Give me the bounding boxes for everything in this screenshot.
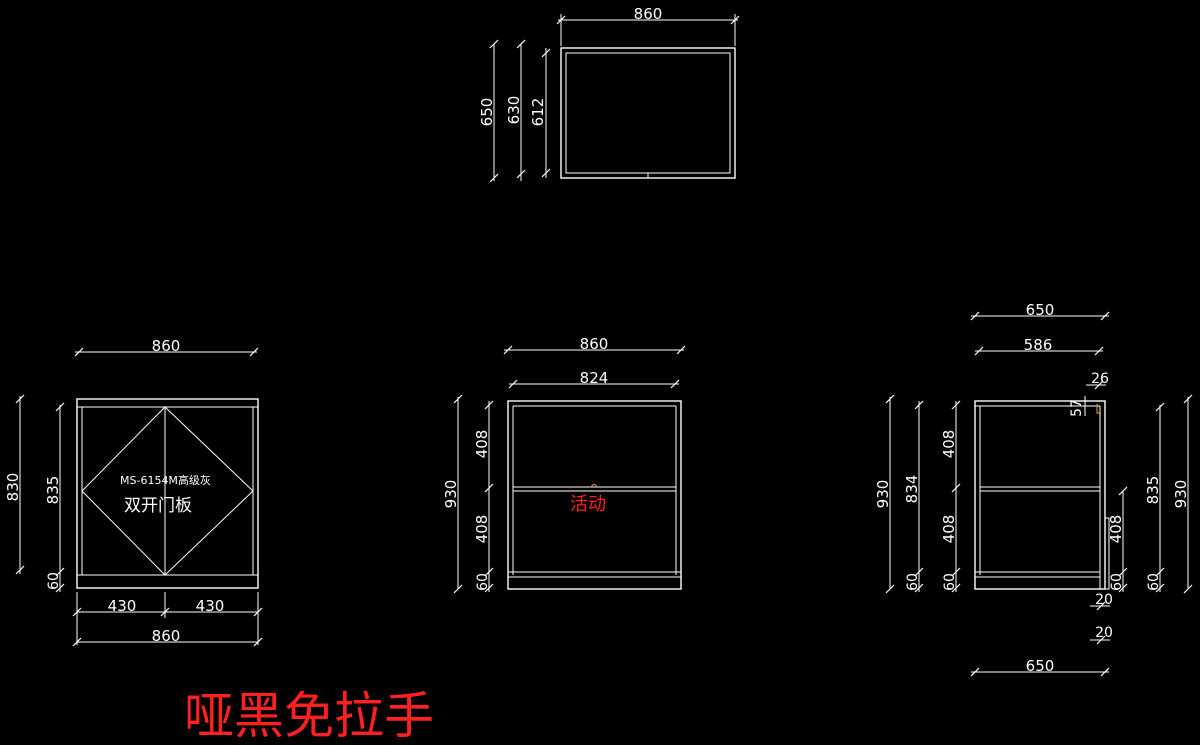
dim-label: 60 — [942, 573, 958, 591]
dim-label: 835 — [44, 476, 62, 505]
dim-label: 20 — [1095, 592, 1113, 608]
side-view: 650 586 26 57 650 20 — [874, 301, 1193, 677]
door-swing-left — [81, 406, 166, 576]
dim-side-930-right: 930 — [1172, 394, 1193, 594]
dim-label: 60 — [475, 573, 491, 591]
dim-side-stack: 408 408 60 — [940, 400, 961, 593]
dim-label: 586 — [1024, 336, 1053, 354]
dim-middle-stack: 408 408 60 — [473, 400, 494, 593]
movable-shelf — [512, 486, 677, 492]
dim-front-bottom-width: 860 — [72, 627, 263, 647]
dim-top-depth-650: 650 — [478, 39, 499, 183]
dim-label: 824 — [580, 369, 609, 387]
dim-label: 860 — [634, 5, 663, 23]
dim-side-930-left: 930 — [874, 394, 895, 594]
dim-label: 60 — [1146, 573, 1162, 591]
dim-side-20: 20 20 — [1090, 592, 1113, 645]
dim-front-top-width: 860 — [74, 337, 259, 357]
dim-top-depth-630: 630 — [505, 39, 526, 181]
top-view-inner — [565, 52, 731, 174]
top-view-outer — [560, 47, 736, 179]
dim-label: 860 — [580, 335, 609, 353]
dim-side-834: 834 60 — [903, 400, 924, 593]
dim-label: 430 — [108, 597, 137, 615]
dim-label: 60 — [46, 572, 62, 590]
side-shelf — [979, 486, 1101, 492]
dim-label: 408 — [1107, 515, 1125, 544]
dim-side-650-bottom: 650 — [970, 657, 1110, 677]
side-cabinet-outer — [974, 400, 1106, 590]
door-swing-right — [164, 406, 254, 576]
shelf-label: 活动 — [570, 494, 606, 515]
dim-front-835: 835 — [44, 402, 65, 577]
side-door-edge — [1104, 517, 1110, 590]
dim-side-26-57: 26 57 — [1069, 371, 1109, 417]
dim-label: 650 — [1026, 657, 1055, 675]
dim-label: 408 — [473, 430, 491, 459]
dim-label: 20 — [1095, 625, 1113, 641]
dim-label: 60 — [1109, 573, 1125, 591]
middle-cabinet-outer — [507, 400, 682, 590]
dim-side-586: 586 — [974, 336, 1104, 356]
dim-label: 408 — [940, 515, 958, 544]
middle-view: 活动 860 824 930 408 — [442, 335, 686, 594]
dim-label: 26 — [1091, 371, 1109, 387]
front-cabinet-outer — [76, 398, 259, 589]
dim-middle-860: 860 — [503, 335, 686, 355]
dim-front-door-widths: 430 430 — [72, 592, 263, 645]
shelf-pin-mark — [590, 483, 598, 488]
dim-label: 630 — [505, 96, 523, 125]
dim-label: 650 — [1026, 301, 1055, 319]
dim-side-right-inner: 408 60 — [1107, 486, 1128, 593]
dim-label: 930 — [1172, 480, 1190, 509]
dim-label: 860 — [152, 337, 181, 355]
dim-label: 860 — [152, 627, 181, 645]
dim-label: 650 — [478, 98, 496, 127]
dim-label: 835 — [1144, 476, 1162, 505]
dim-label: 430 — [196, 597, 225, 615]
dim-label: 612 — [529, 98, 547, 127]
dim-side-835: 835 60 — [1144, 402, 1165, 593]
hinge-mark — [1096, 404, 1101, 414]
dim-middle-930: 930 — [442, 394, 463, 594]
footer-note: 哑黑免拉手 — [184, 687, 434, 745]
dim-top-depth-612: 612 — [529, 48, 551, 178]
dim-side-650-top: 650 — [970, 301, 1110, 321]
dim-label: 60 — [905, 573, 921, 591]
dim-label: 834 — [903, 475, 921, 504]
front-view: MS-6154M高级灰 双开门板 860 430 430 860 — [4, 337, 263, 647]
dim-top-width: 860 — [556, 5, 740, 46]
dim-label: 830 — [4, 473, 22, 502]
model-label: MS-6154M高级灰 — [120, 473, 211, 487]
dim-label: 930 — [874, 480, 892, 509]
dim-label: 408 — [473, 515, 491, 544]
dim-middle-824: 824 — [508, 369, 680, 389]
door-label: 双开门板 — [124, 496, 192, 516]
dim-label: 930 — [442, 480, 460, 509]
dim-label: 408 — [940, 430, 958, 459]
top-view: 860 650 630 612 — [478, 5, 740, 183]
dim-label: 57 — [1069, 399, 1085, 417]
dim-front-60: 60 — [46, 572, 65, 593]
dim-front-830: 830 — [4, 394, 25, 575]
